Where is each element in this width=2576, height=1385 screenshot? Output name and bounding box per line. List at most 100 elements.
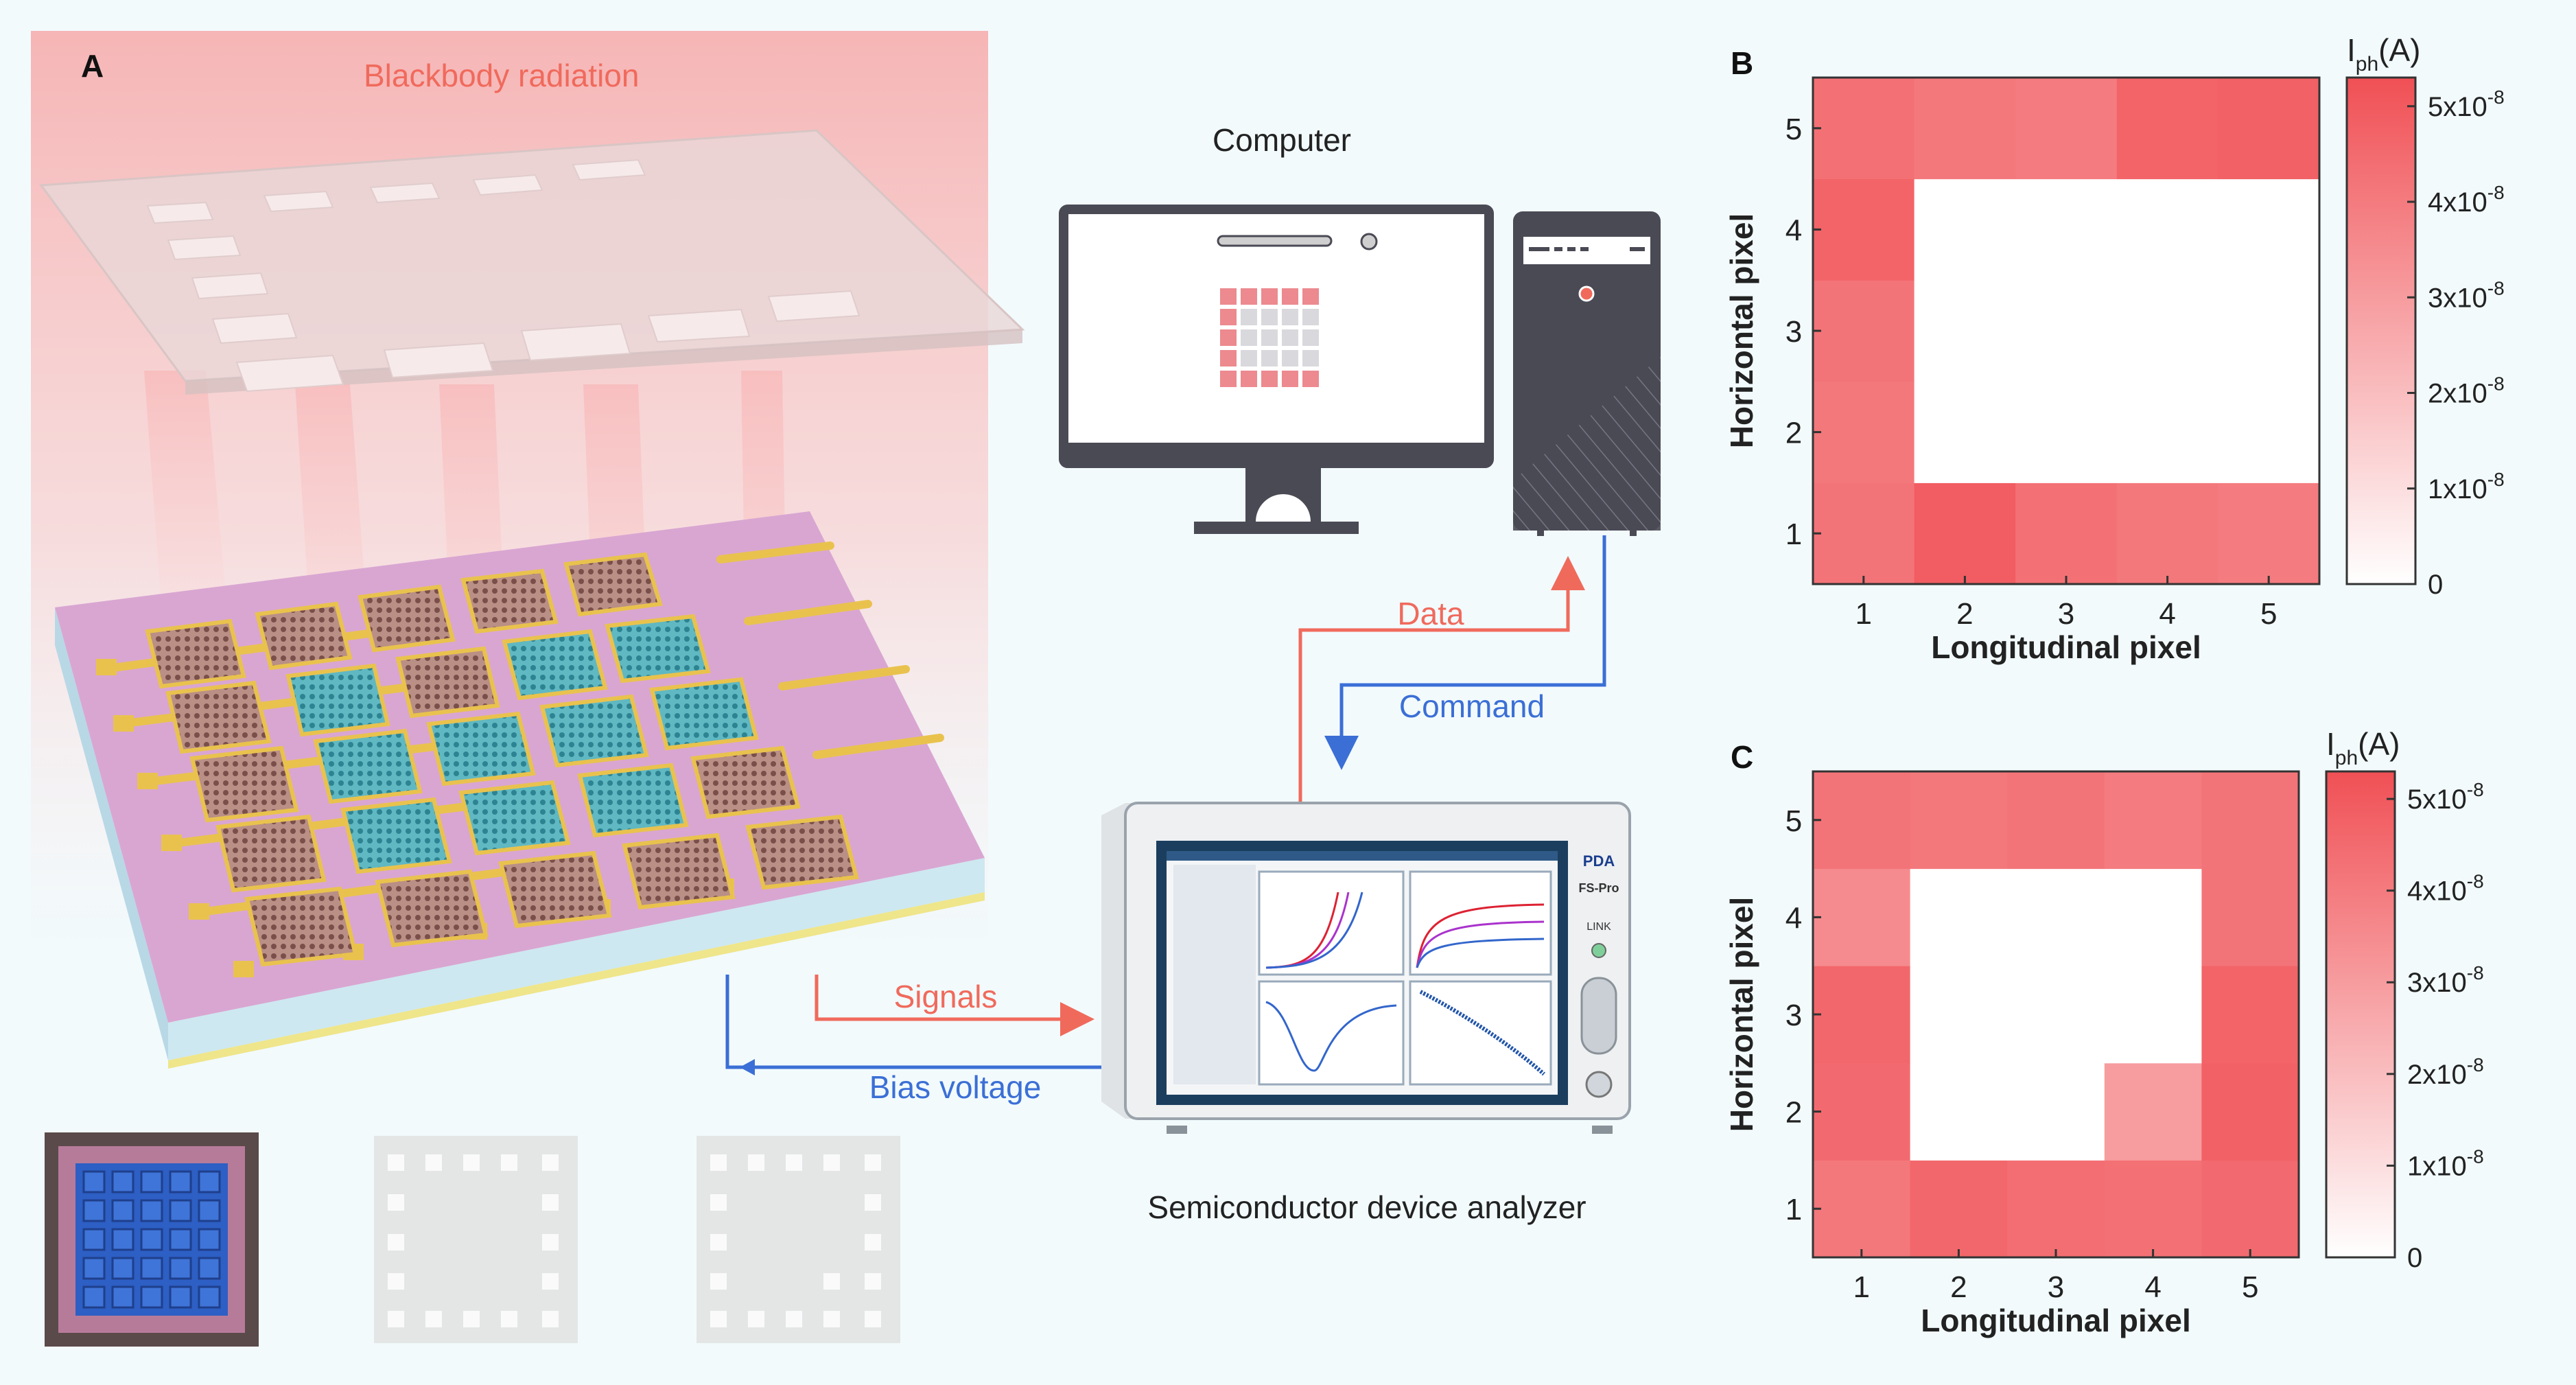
computer-label: Computer — [1213, 122, 1351, 158]
analyzer-plots — [1258, 870, 1552, 1086]
x-axis-label: Longitudinal pixel — [1921, 1303, 2191, 1338]
x-tick-label: 2 — [1956, 597, 1973, 631]
heatmap-cell-r1-c4 — [2104, 1160, 2202, 1258]
heatmap-cell-r5-c4 — [2116, 78, 2218, 180]
detector-array-chip — [55, 511, 985, 1069]
signals-arrow — [815, 975, 1094, 1036]
x-tick-label: 5 — [2242, 1270, 2258, 1304]
y-tick-label: 2 — [1785, 1096, 1802, 1130]
heatmap-cell-r3-c4 — [2104, 966, 2202, 1064]
x-tick-label: 5 — [2260, 597, 2277, 631]
heatmap-cell-r4-c2 — [1914, 178, 2016, 281]
monitor-pixel-map — [1220, 288, 1319, 387]
colorbar-tick-label: 3x10-8 — [2428, 277, 2505, 313]
y-tick-label: 5 — [1785, 804, 1802, 838]
analyzer-model: FS-Pro — [1578, 881, 1619, 895]
heatmap-cell-r2-c5 — [2218, 381, 2320, 483]
colorbar-tick-label: 1x10-8 — [2407, 1145, 2484, 1181]
panel-a: A Blackbody radiation — [31, 31, 1661, 1347]
heatmap-cell-r4-c5 — [2218, 178, 2320, 281]
monitor-icon — [1059, 205, 1494, 534]
heatmap-cell-r5-c3 — [2015, 78, 2118, 180]
colorbar-tick-label: 1x10-8 — [2428, 469, 2505, 504]
y-tick-label: 5 — [1785, 113, 1802, 146]
analyzer-link: LINK — [1586, 921, 1611, 933]
heatmap-cell-r5-c5 — [2201, 771, 2299, 870]
colorbar-tick-label: 5x10-8 — [2407, 779, 2484, 815]
shadow-mask-plate — [39, 129, 1025, 395]
shadow-mask-photo-1 — [374, 1136, 578, 1343]
x-tick-label: 3 — [2058, 597, 2074, 631]
heatmap-cell-r1-c1 — [1813, 1160, 1911, 1258]
heatmap-cell-r5-c2 — [1914, 78, 2016, 180]
heatmap-cell-r2-c1 — [1813, 381, 1915, 483]
heatmap-cell-r2-c2 — [1914, 381, 2016, 483]
heatmap-cell-r1-c4 — [2116, 482, 2218, 585]
panel-label: C — [1731, 739, 1753, 775]
x-tick-label: 1 — [1855, 597, 1872, 631]
heatmap-cell-r1-c2 — [1914, 482, 2016, 585]
heatmap-cell-r3-c4 — [2116, 280, 2218, 382]
x-tick-label: 1 — [1853, 1270, 1870, 1304]
heatmap-cell-r5-c2 — [1910, 771, 2008, 870]
bias-voltage-label: Bias voltage — [869, 1069, 1042, 1105]
y-axis-label: Horizontal pixel — [1724, 213, 1759, 448]
heatmap-cell-r4-c1 — [1813, 178, 1915, 281]
chip-photo — [45, 1132, 259, 1347]
heatmap-cell-r4-c3 — [2007, 868, 2105, 966]
colorbar-tick-label: 4x10-8 — [2428, 182, 2505, 218]
heatmap-cell-r1-c3 — [2007, 1160, 2105, 1258]
heatmap-cell-r2-c2 — [1910, 1062, 2008, 1161]
x-tick-label: 2 — [1950, 1270, 1967, 1304]
heatmap-cell-r2-c5 — [2201, 1062, 2299, 1161]
heatmap-cell-r1-c1 — [1813, 482, 1915, 585]
heatmap-cell-r5-c5 — [2218, 78, 2320, 180]
heatmap-cell-r3-c3 — [2007, 966, 2105, 1064]
y-tick-label: 2 — [1785, 417, 1802, 450]
colorbar-tick-label: 5x10-8 — [2428, 86, 2505, 122]
colorbar — [2325, 770, 2396, 1259]
heatmap-cell-r1-c5 — [2201, 1160, 2299, 1258]
heatmap-cell-r4-c2 — [1910, 868, 2008, 966]
heatmap-cell-r5-c4 — [2104, 771, 2202, 870]
heatmap-cell-r1-c3 — [2015, 482, 2118, 585]
heatmap-cell-r3-c5 — [2201, 966, 2299, 1064]
heatmap-cell-r3-c2 — [1910, 966, 2008, 1064]
analyzer-label: Semiconductor device analyzer — [1147, 1189, 1586, 1225]
heatmap-cell-r3-c5 — [2218, 280, 2320, 382]
colorbar-tick-label: 2x10-8 — [2407, 1054, 2484, 1090]
colorbar — [2345, 76, 2417, 585]
panel-label: B — [1731, 45, 1753, 81]
mask-openings — [146, 159, 860, 393]
computer-tower-icon — [1513, 211, 1661, 536]
heatmap-cell-r3-c2 — [1914, 280, 2016, 382]
colorbar-tick-label: 0 — [2428, 570, 2443, 600]
heatmap-cell-r2-c3 — [2007, 1062, 2105, 1161]
heatmap-cell-r5-c1 — [1813, 771, 1911, 870]
heatmap-cell-r3-c1 — [1813, 966, 1911, 1064]
heatmap-cell-r4-c3 — [2015, 178, 2118, 281]
y-axis-label: Horizontal pixel — [1724, 897, 1759, 1132]
analyzer-brand: PDA — [1583, 852, 1615, 870]
heatmap-cell-r1-c5 — [2218, 482, 2320, 585]
command-arrow — [1324, 535, 1606, 770]
semiconductor-analyzer-icon: PDA FS-Pro LINK — [1101, 802, 1631, 1134]
shadow-mask-photo-2 — [696, 1136, 900, 1343]
colorbar-title: Iph(A) — [2326, 726, 2400, 769]
bias-voltage-arrow — [725, 975, 1136, 1075]
heatmap-cell-r4-c5 — [2201, 868, 2299, 966]
colorbar-tick-label: 2x10-8 — [2428, 373, 2505, 409]
data-arrow — [1298, 556, 1585, 803]
blackbody-radiation-label: Blackbody radiation — [364, 58, 639, 93]
pixel-array — [145, 552, 859, 967]
y-tick-label: 4 — [1785, 213, 1802, 247]
y-tick-label: 3 — [1785, 999, 1802, 1032]
heatmap-cell-r4-c1 — [1813, 868, 1911, 966]
heatmap-cell-r4-c4 — [2116, 178, 2218, 281]
panel-a-label: A — [81, 48, 104, 84]
heatmap-cell-r2-c4 — [2116, 381, 2218, 483]
x-axis-label: Longitudinal pixel — [1931, 629, 2201, 665]
x-tick-label: 3 — [2048, 1270, 2064, 1304]
